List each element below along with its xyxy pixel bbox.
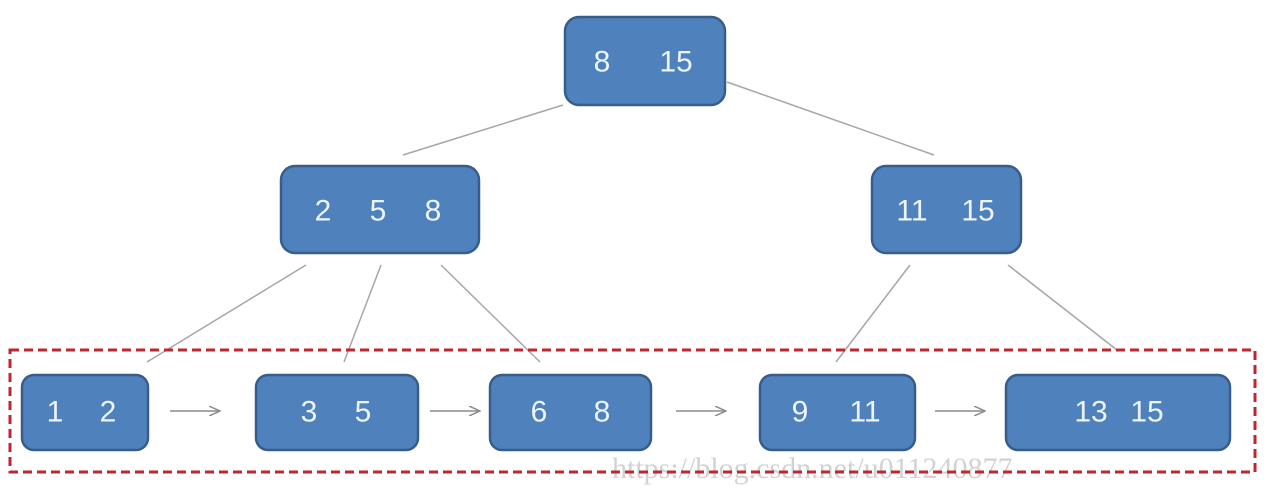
leaf-node-4: 9 11 bbox=[758, 373, 917, 452]
node-key: 8 bbox=[594, 46, 611, 79]
edge-left-leaf2 bbox=[343, 264, 382, 363]
leaf-node-2: 3 5 bbox=[254, 373, 420, 452]
edge-left-leaf3 bbox=[440, 264, 541, 363]
watermark: https://blog.csdn.net/u011240877 bbox=[612, 452, 1013, 485]
node-key: 2 bbox=[315, 195, 332, 228]
node-key: 13 bbox=[1074, 396, 1107, 429]
node-key: 5 bbox=[355, 396, 372, 429]
node-key: 15 bbox=[659, 46, 692, 79]
node-key: 11 bbox=[849, 396, 880, 429]
internal-node-left: 2 5 8 bbox=[279, 164, 481, 255]
internal-node-right: 11 15 bbox=[870, 164, 1023, 255]
edge-left-leaf1 bbox=[146, 264, 307, 363]
node-key: 3 bbox=[301, 396, 318, 429]
node-key: 15 bbox=[961, 195, 994, 228]
node-key: 8 bbox=[594, 396, 611, 429]
leaf-node-5: 13 15 bbox=[1004, 373, 1232, 452]
node-key: 1 bbox=[47, 396, 64, 429]
edge-root-right bbox=[726, 81, 935, 156]
node-key: 11 bbox=[896, 195, 927, 228]
leaf-level-group bbox=[8, 348, 1257, 474]
edge-root-left bbox=[402, 104, 564, 156]
node-key: 8 bbox=[425, 195, 442, 228]
node-key: 15 bbox=[1130, 396, 1163, 429]
leaf-node-3: 6 8 bbox=[488, 373, 653, 452]
edge-right-leaf5 bbox=[1007, 264, 1118, 351]
node-key: 9 bbox=[792, 396, 809, 429]
node-key: 5 bbox=[370, 195, 387, 228]
node-key: 6 bbox=[531, 396, 548, 429]
edge-right-leaf4 bbox=[835, 264, 911, 363]
leaf-node-1: 1 2 bbox=[20, 373, 150, 452]
root-node: 8 15 bbox=[563, 15, 727, 107]
node-key: 2 bbox=[100, 396, 117, 429]
